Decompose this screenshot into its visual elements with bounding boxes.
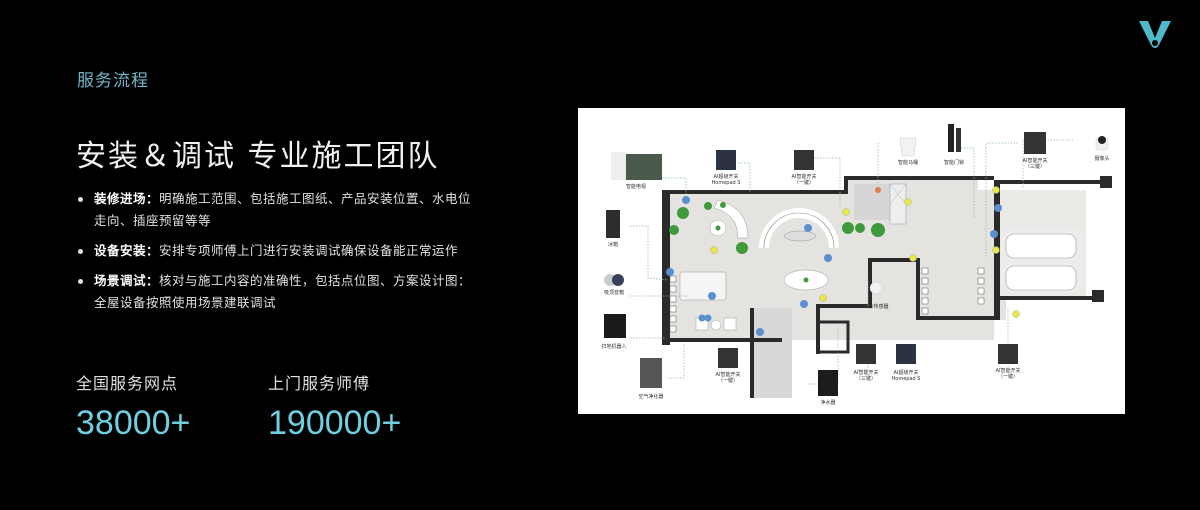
bullet-icon: [78, 279, 83, 284]
switch-icon: [794, 150, 814, 170]
floor-plan-diagram: 智能电视 冰箱 吸顶音箱 扫地机器人 空气净化器 AI超级开关 Homepad …: [578, 108, 1125, 414]
switch-icon: [856, 344, 876, 364]
list-item: 装修进场：明确施工范围、包括施工图纸、产品安装位置、水电位走向、插座预留等等: [78, 188, 478, 232]
list-item-title: 装修进场：: [94, 191, 160, 206]
switch-icon: [1024, 132, 1046, 154]
homepad-icon: [896, 344, 916, 364]
device-label: 人体传感器: [863, 303, 888, 310]
stat-value: 190000+: [268, 404, 402, 442]
list-item-title: 设备安装：: [94, 243, 160, 258]
switch-icon: [718, 348, 738, 368]
homepad-icon: [716, 150, 736, 170]
water-purifier-icon: [818, 370, 838, 396]
device-label: （三键）: [856, 375, 876, 382]
device-label: AI智能开关: [996, 367, 1021, 374]
page-title: 安装＆调试 专业施工团队: [76, 139, 440, 174]
device-label: AI智能开关: [716, 371, 741, 378]
device-label: 净水器: [820, 399, 835, 406]
device-label: AI智能开关: [792, 173, 817, 180]
door-lock-icon: [948, 124, 961, 152]
device-label: 智能电视: [626, 183, 646, 190]
robot-vacuum-icon: [604, 314, 626, 338]
list-item-text: 安排专项师傅上门进行安装调试确保设备能正常运作: [159, 243, 459, 258]
motion-sensor-icon: [869, 281, 883, 295]
stat-service-outlets: 全国服务网点 38000+: [76, 370, 190, 443]
device-label: Homepad S: [892, 376, 921, 382]
device-label: （一键）: [794, 179, 814, 186]
device-label: （三键）: [1025, 163, 1045, 170]
device-label: 智能马桶: [898, 159, 918, 166]
device-label: 智能门锁: [944, 159, 964, 166]
toilet-icon: [899, 137, 917, 157]
air-purifier-icon: [640, 358, 662, 388]
device-label: 空气净化器: [638, 393, 663, 400]
list-item-text: 核对与施工内容的准确性，包括点位图、方案设计图：全屋设备按照使用场景建联调试: [94, 273, 472, 310]
device-label: AI超级开关: [894, 369, 919, 376]
fridge-icon: [606, 210, 620, 238]
device-label: （一键）: [998, 373, 1018, 380]
feature-list: 装修进场：明确施工范围、包括施工图纸、产品安装位置、水电位走向、插座预留等等 设…: [78, 188, 478, 322]
stat-value: 38000+: [76, 404, 191, 442]
stat-label: 全国服务网点: [76, 374, 179, 393]
section-tag: 服务流程: [77, 71, 149, 91]
device-label: AI智能开关: [854, 369, 879, 376]
v-logo-icon: [1137, 18, 1173, 52]
stat-label: 上门服务师傅: [268, 374, 371, 393]
tv-icon: [611, 152, 662, 180]
device-label: 冰箱: [608, 241, 618, 248]
list-item: 场景调试：核对与施工内容的准确性，包括点位图、方案设计图：全屋设备按照使用场景建…: [78, 270, 478, 314]
bullet-icon: [78, 197, 83, 202]
list-item-text: 明确施工范围、包括施工图纸、产品安装位置、水电位走向、插座预留等等: [94, 191, 472, 228]
ceiling-speaker-icon: [604, 274, 624, 286]
device-label: Homepad S: [712, 180, 741, 186]
device-label: （一键）: [718, 377, 738, 384]
device-label: AI智能开关: [1023, 157, 1048, 164]
list-item-title: 场景调试：: [94, 273, 160, 288]
device-label: 吸顶音箱: [604, 289, 624, 296]
device-label: 摄像头: [1094, 155, 1109, 162]
device-label: 扫地机器人: [601, 343, 626, 350]
bullet-icon: [78, 249, 83, 254]
stat-technicians: 上门服务师傅 190000+: [268, 370, 401, 443]
switch-icon: [998, 344, 1018, 364]
list-item: 设备安装：安排专项师傅上门进行安装调试确保设备能正常运作: [78, 240, 478, 262]
device-label: AI超级开关: [714, 173, 739, 180]
camera-icon: [1095, 136, 1109, 151]
